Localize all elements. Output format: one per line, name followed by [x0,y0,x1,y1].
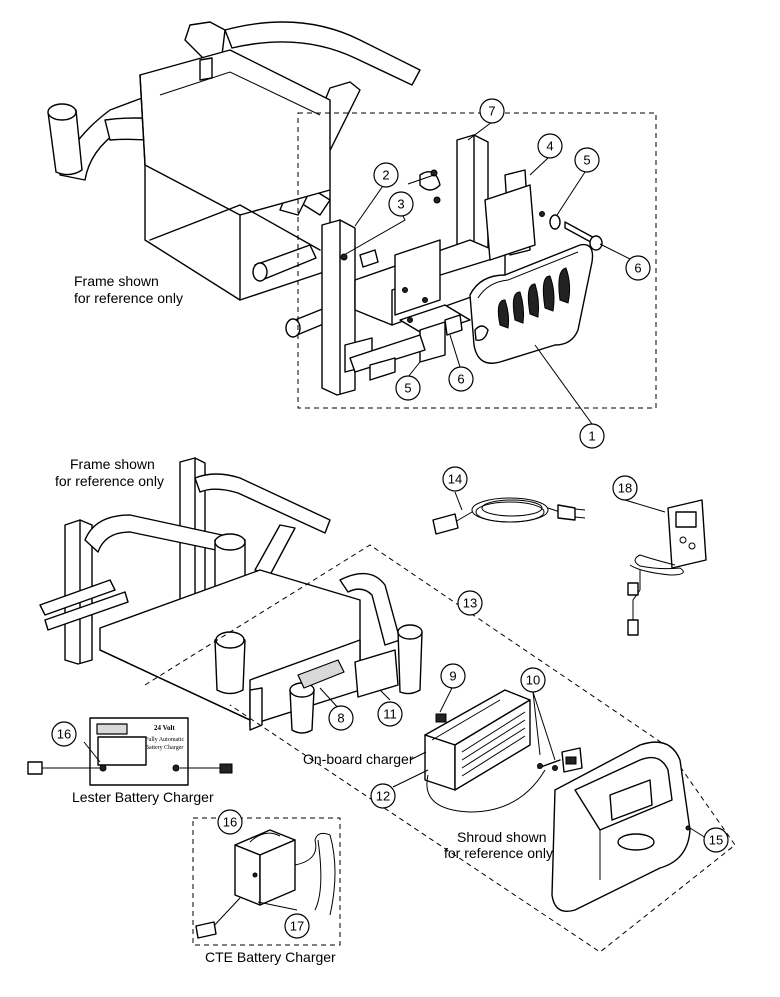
callout-1: 1 [579,423,605,449]
callout-5-top: 5 [574,147,600,173]
callout-bubbles: 7 2 3 4 5 6 5 6 1 14 18 13 9 10 8 11 12 … [51,98,729,939]
bottom-kit-boundary [144,544,736,953]
top-kit-boundary [297,112,657,409]
callout-6-bottom: 6 [448,366,474,392]
shroud-ref-line-2: for reference only [444,845,553,861]
shroud-ref-line-1: Shroud shown [457,829,547,845]
top-leader-lines [343,121,637,425]
callout-4: 4 [537,133,563,159]
frame-ref-top-line-2: for reference only [74,290,183,306]
programmer-drawing [627,499,707,636]
svg-text:6: 6 [634,261,641,276]
callout-8: 8 [328,705,354,731]
bottom-frame-drawing [39,457,423,734]
svg-text:10: 10 [526,673,540,688]
callout-14: 13 [457,590,483,616]
top-battery-bracket [321,134,603,396]
frame-ref-top-line-1: Frame shown [74,273,159,289]
shroud-drawing [551,741,691,913]
top-frame-drawing [47,21,421,338]
callout-7: 7 [479,98,505,124]
svg-text:5: 5 [583,153,590,168]
callout-13: 15 [703,827,729,853]
callout-16-cte: 16 [217,809,243,835]
lester-desc-line-1: Fully Automatic [145,737,185,743]
cte-charger-label: CTE Battery Charger [205,949,336,965]
callout-17: 17 [284,913,310,939]
onboard-charger-drawing [424,689,583,813]
cte-boundary [192,817,341,946]
svg-text:13: 13 [463,596,477,611]
onboard-charger-label: On-board charger [303,751,414,767]
lester-charger-label: Lester Battery Charger [72,789,214,805]
lester-charger-drawing: 24 Volt Fully Automatic Battery Charger [27,717,233,786]
callout-11: 9 [440,663,466,689]
svg-text:14: 14 [448,472,462,487]
svg-text:3: 3 [397,197,404,212]
svg-text:8: 8 [337,711,344,726]
callout-16-lester: 16 [51,721,77,747]
text-labels: Frame shown for reference only Frame sho… [55,273,553,965]
svg-text:6: 6 [457,372,464,387]
frame-ref-bottom-line-2: for reference only [55,473,164,489]
callout-12: 10 [520,667,546,693]
svg-text:16: 16 [57,727,71,742]
svg-text:12: 12 [376,789,390,804]
svg-text:18: 18 [618,481,632,496]
svg-text:17: 17 [290,919,304,934]
lester-desc-line-2: Battery Charger [145,745,183,751]
svg-text:9: 9 [449,669,456,684]
callout-18: 18 [612,475,638,501]
power-cord-drawing [432,497,586,535]
svg-text:5: 5 [404,381,411,396]
callout-5-bottom: 5 [395,375,421,401]
svg-text:16: 16 [223,815,237,830]
svg-text:11: 11 [383,707,397,722]
callout-9: 11 [377,701,403,727]
svg-text:2: 2 [382,168,389,183]
frame-ref-bottom-line-1: Frame shown [70,456,155,472]
svg-text:1: 1 [588,429,595,444]
svg-text:15: 15 [709,833,723,848]
svg-text:7: 7 [488,104,495,119]
callout-2: 2 [373,162,399,188]
callout-10: 12 [370,783,396,809]
callout-15: 14 [442,466,468,492]
callout-6-right: 6 [625,255,651,281]
cte-charger-drawing [195,829,336,939]
callout-3: 3 [388,191,414,217]
lester-volt-text: 24 Volt [154,724,175,732]
svg-text:4: 4 [546,139,553,154]
